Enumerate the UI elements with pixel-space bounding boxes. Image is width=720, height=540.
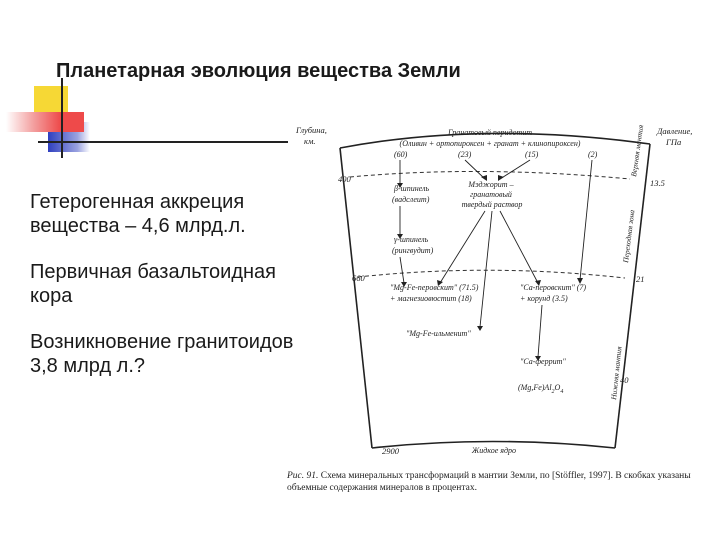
beta-spinel-label: β-шпинель (вадслеит)	[392, 184, 431, 204]
figure-caption: Рис. 91. Схема минеральных трансформаций…	[287, 471, 712, 495]
mgfe-perovskite-label: "Mg-Fe-перовскит" (71.5) + магнезиовюсти…	[390, 283, 480, 303]
bullet-accretion: Гетерогенная аккреция вещества – 4,6 млр…	[30, 191, 246, 237]
arrowhead-ca-perovskite-top	[577, 278, 583, 284]
peridotite-cpx-pct: (2)	[588, 150, 598, 159]
arrowheads	[397, 175, 583, 361]
depth-400: 400	[338, 174, 352, 184]
liquid-core-label: Жидкое ядро	[471, 446, 516, 455]
arrow-garnet-to-majorite	[499, 159, 531, 180]
peridotite-olivine-pct: (60)	[394, 150, 408, 159]
arrow-gamma-to-mgfe-perovskite	[399, 256, 405, 284]
transformation-arrows	[399, 159, 593, 358]
slide-title: Планетарная эволюция вещества Земли	[56, 60, 461, 82]
arrowhead-mgfe-1	[401, 282, 407, 287]
pressure-21: 21	[636, 274, 645, 284]
arrow-opx-to-majorite	[464, 159, 486, 180]
outer-top-arc	[339, 132, 651, 149]
arrowhead-ilmenite	[477, 326, 483, 331]
accent-horizontal-line	[38, 141, 288, 143]
ilmenite-label: "Mg-Fe-ильменит"	[406, 329, 471, 338]
peridotite-opx-pct: (23)	[458, 150, 472, 159]
pressure-header: Давление, ГПа	[656, 126, 695, 147]
ca-ferrite-formula: (Mg,Fe)Al2O4	[518, 383, 563, 395]
ca-perovskite-label: "Ca-перовскит" (7) + корунд (3.5)	[520, 283, 588, 303]
arrow-majorite-to-ilmenite	[479, 210, 493, 328]
peridotite-title: Гранатовый перидотит	[447, 128, 532, 137]
arrowhead-majorite-1	[481, 175, 487, 181]
arrow-ca-perovskite-to-ferrite	[537, 304, 543, 358]
ca-ferrite-label: "Ca-феррит"	[520, 357, 566, 366]
figure-number: Рис. 91.	[287, 471, 319, 481]
mantle-transformation-diagram: Глубина, км. 400 660 2900 Давление, ГПа …	[295, 124, 695, 456]
arrowhead-mgfe-2	[437, 280, 443, 286]
peridotite-composition: (Оливин + ортопироксен + гранат + клиноп…	[400, 139, 581, 148]
bullet-granitoids: Возникновение гранитоидов 3,8 млрд л.?	[30, 331, 294, 377]
core-boundary-arc	[371, 440, 616, 449]
accent-red-bar	[6, 112, 84, 132]
arrow-majorite-to-mgfe-perovskite	[439, 210, 486, 284]
pressure-40: 40	[620, 375, 629, 385]
depth-660: 660	[352, 273, 366, 283]
peridotite-garnet-pct: (15)	[525, 150, 539, 159]
arrowhead-ferrite	[535, 356, 541, 361]
arrow-majorite-to-ca-perovskite	[499, 210, 539, 284]
boundary-400	[349, 170, 631, 180]
accent-vertical-line	[61, 78, 63, 158]
gamma-spinel-label: γ-шпинель (рингвудит)	[392, 235, 434, 255]
arrowhead-beta	[397, 183, 403, 188]
arrow-cpx-to-ca-perovskite	[579, 159, 593, 281]
zone-upper-mantle: Верхняя мантия	[629, 124, 645, 178]
bullet-basaltoid-crust: Первичная базальтоидная кора	[30, 261, 277, 307]
right-boundary	[614, 143, 651, 449]
arrowhead-gamma	[397, 234, 403, 239]
left-boundary	[339, 147, 373, 449]
pressure-13-5: 13.5	[650, 178, 665, 188]
zone-transition: Переходная зона	[621, 209, 637, 264]
arrowhead-ca-perovskite	[535, 280, 541, 286]
bullet-list: Гетерогенная аккреция вещества – 4,6 млр…	[30, 190, 295, 400]
depth-2900: 2900	[382, 446, 400, 456]
boundary-660	[357, 269, 626, 279]
arrowhead-majorite-2	[498, 175, 504, 181]
depth-header: Глубина, км.	[295, 125, 329, 146]
majorite-label: Мэджорит – гранатовый твердый раствор	[462, 180, 523, 209]
figure-caption-text: Схема минеральных трансформаций в мантии…	[287, 471, 691, 493]
